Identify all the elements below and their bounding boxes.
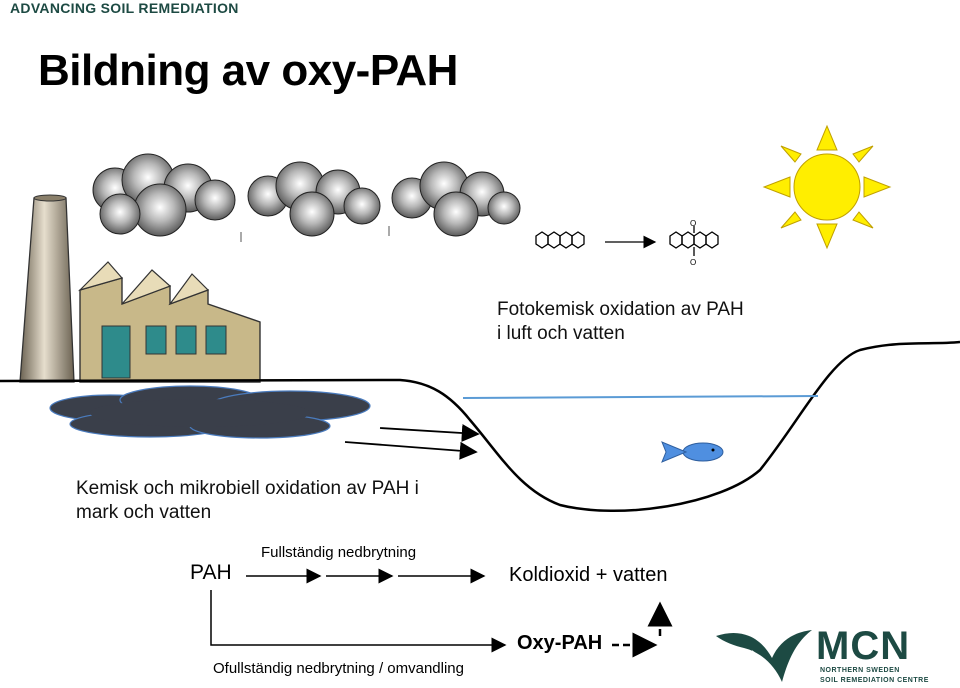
oxy-pah-label: Oxy-PAH bbox=[517, 632, 603, 654]
mcn-subtitle-2: SOIL REMEDIATION CENTRE bbox=[820, 677, 929, 684]
leach-arrow-1 bbox=[379, 424, 480, 442]
pah-label: PAH bbox=[190, 561, 232, 584]
leach-arrow-2 bbox=[344, 441, 478, 460]
co2-water-label: Koldioxid + vatten bbox=[509, 564, 668, 586]
factory bbox=[77, 261, 261, 383]
incomplete-arrow bbox=[210, 590, 507, 653]
page-title: Bildning av oxy-PAH bbox=[38, 46, 458, 95]
chimney bbox=[19, 194, 75, 383]
svg-text:O: O bbox=[690, 219, 696, 228]
chemical-line-2: mark och vatten bbox=[76, 502, 212, 523]
mcn-logo-text: MCN bbox=[816, 624, 911, 668]
brand-tagline: ADVANCING SOIL REMEDIATION bbox=[10, 0, 239, 16]
soil-pollution bbox=[49, 385, 371, 439]
degradation-flow bbox=[210, 568, 673, 658]
sun-icon bbox=[762, 124, 892, 250]
photochemical-line-2: i luft och vatten bbox=[497, 323, 625, 344]
smoke-clouds bbox=[92, 153, 521, 242]
mcn-logo-icon bbox=[716, 630, 812, 682]
incomplete-degradation-label: Ofullständig nedbrytning / omvandling bbox=[213, 660, 464, 677]
complete-degradation-label: Fullständig nedbrytning bbox=[261, 544, 417, 561]
chemical-line-1: Kemisk och mikrobiell oxidation av PAH i bbox=[76, 478, 419, 499]
smoke-cloud-1 bbox=[92, 153, 236, 237]
ground-profile bbox=[0, 340, 960, 513]
water-surface bbox=[462, 395, 819, 399]
smoke-cloud-3 bbox=[391, 161, 521, 237]
smoke-cloud-2 bbox=[247, 161, 381, 237]
svg-text:O: O bbox=[690, 258, 696, 267]
fish-icon bbox=[661, 441, 724, 463]
chemical-oxidation-label: Kemisk och mikrobiell oxidation av PAH i… bbox=[76, 477, 419, 525]
photochemical-line-1: Fotokemisk oxidation av PAH bbox=[497, 299, 744, 320]
anthraquinone-molecule-icon: O O bbox=[669, 219, 719, 267]
photochemical-oxidation-label: Fotokemisk oxidation av PAH i luft och v… bbox=[497, 298, 744, 346]
mcn-subtitle-1: NORTHERN SWEDEN bbox=[820, 667, 900, 674]
anthracene-molecule-icon bbox=[535, 231, 585, 249]
